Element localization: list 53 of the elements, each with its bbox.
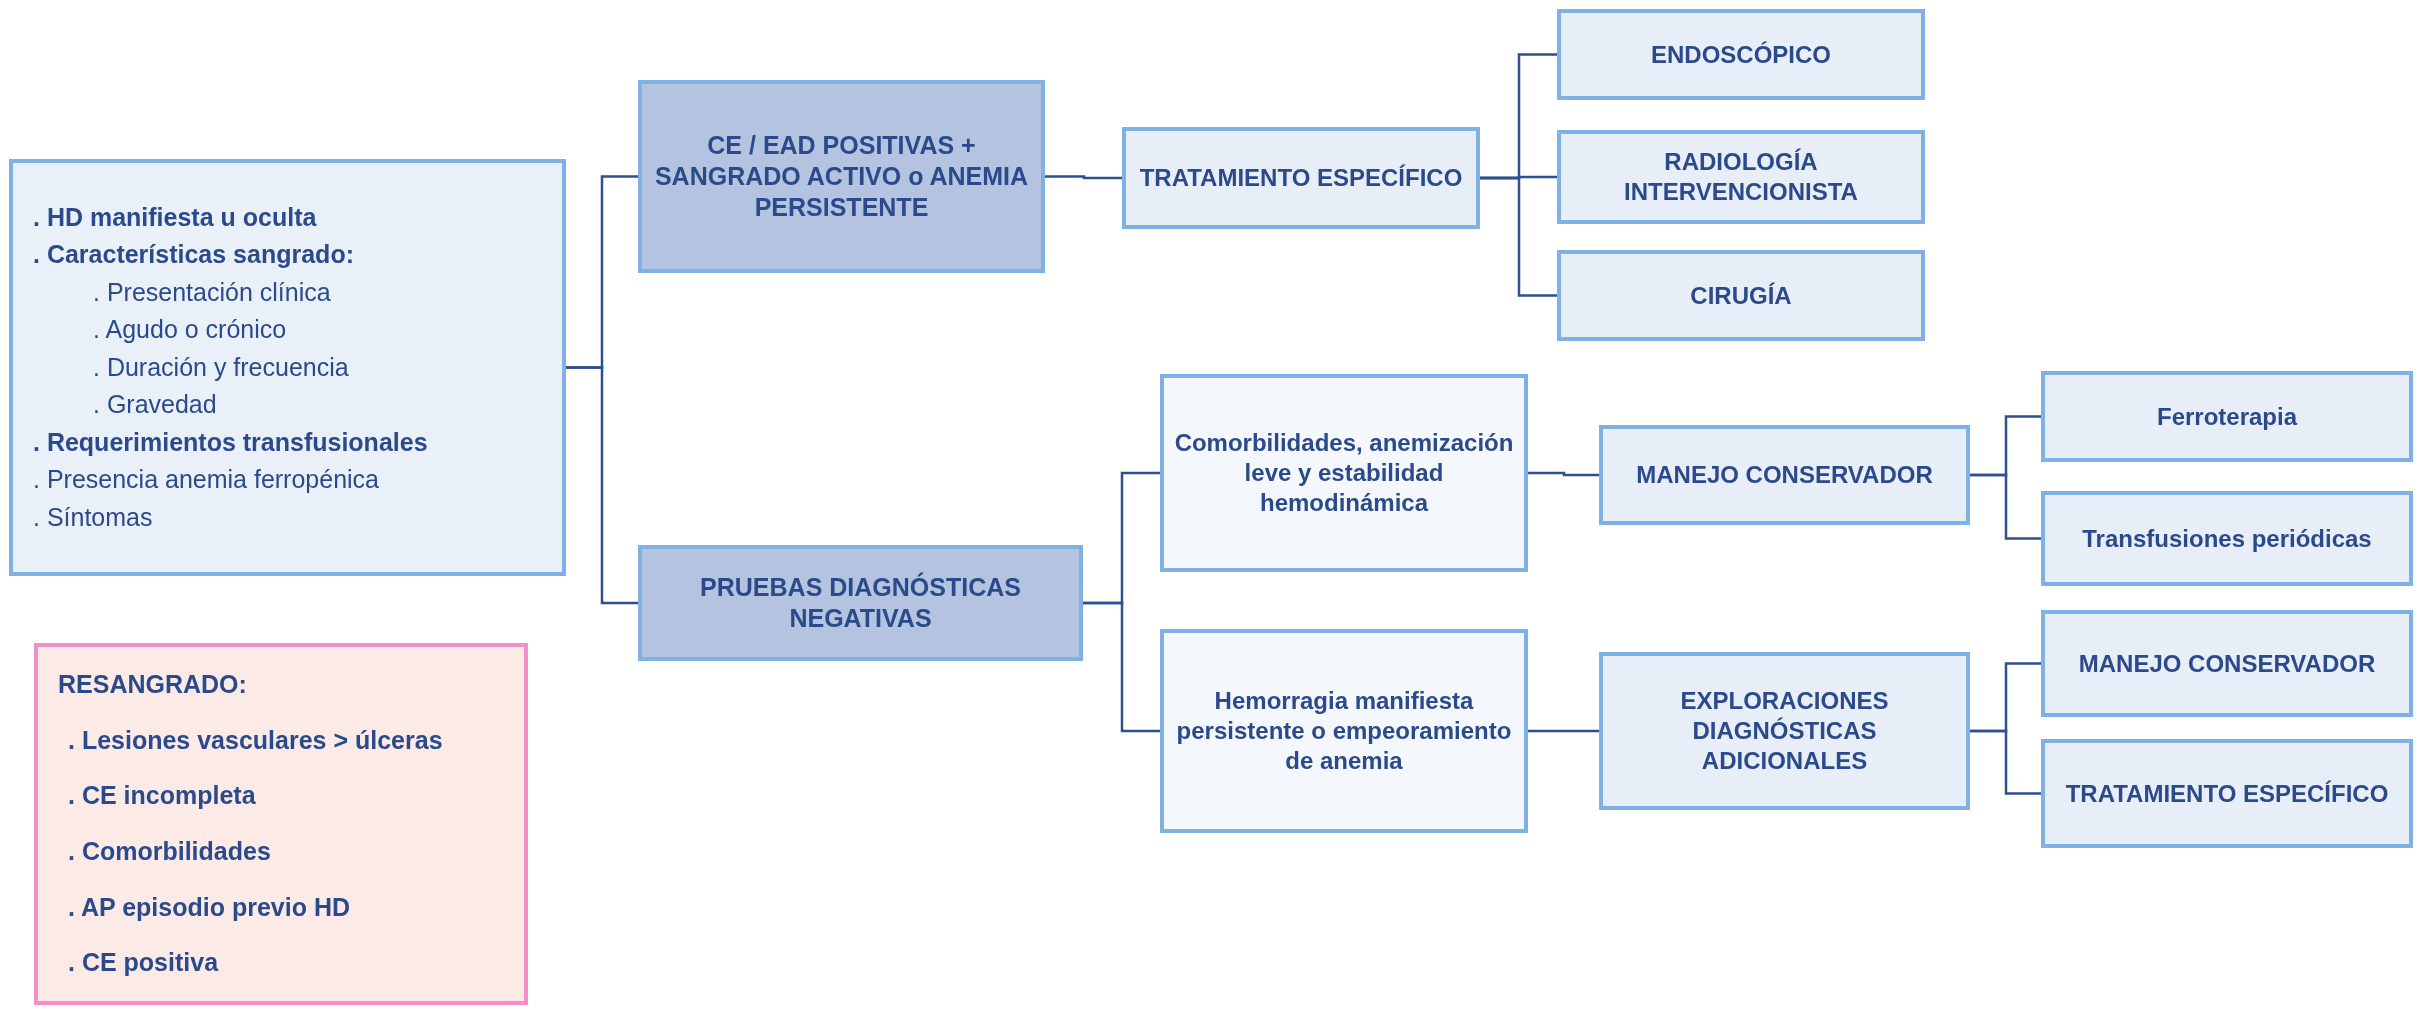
box-label: EXPLORACIONES DIAGNÓSTICAS ADICIONALES	[1679, 686, 1890, 776]
connector-line	[1970, 729, 2041, 795]
list-item: . Presentación clínica	[92, 276, 331, 308]
box-label: TRATAMIENTO ESPECÍFICO	[2065, 778, 2389, 809]
list-item: . Requerimientos transfusionales	[33, 426, 428, 458]
list-item: . AP episodio previo HD	[67, 891, 350, 923]
condition-box	[1160, 629, 1528, 833]
connector-line	[1970, 473, 2041, 540]
box-label: TRATAMIENTO ESPECÍFICO	[1139, 163, 1463, 193]
condition-box	[1160, 374, 1528, 572]
process-box	[1557, 130, 1925, 224]
process-box	[2041, 371, 2413, 462]
process-box	[1122, 127, 1480, 229]
box-label: Hemorragia manifiesta persistente o empeoramiento de anemia	[1175, 686, 1513, 776]
list-item: . Gravedad	[92, 389, 217, 421]
process-box	[1557, 9, 1925, 100]
box-label: RADIOLOGÍA INTERVENCIONISTA	[1623, 147, 1859, 207]
box-label: CE / EAD POSITIVAS + SANGRADO ACTIVO o ANEMIA PERSISTENTE	[653, 129, 1030, 224]
box-label: Comorbilidades, anemización leve y estabilidad hemodinámica	[1174, 428, 1514, 518]
box-label: Ferroterapia	[2156, 401, 2298, 432]
box-label: CIRUGÍA	[1690, 280, 1792, 311]
list-item: . Síntomas	[33, 501, 153, 533]
box-label: Transfusiones periódicas	[2082, 523, 2372, 554]
box-label: MANEJO CONSERVADOR	[1636, 460, 1933, 490]
note-heading: RESANGRADO:	[58, 669, 247, 701]
connector-line	[1528, 471, 1599, 477]
box-label: MANEJO CONSERVADOR	[2078, 648, 2376, 679]
box-label: ENDOSCÓPICO	[1651, 39, 1831, 70]
list-item: . Presencia anemia ferropénica	[33, 464, 380, 496]
list-item: . Duración y frecuencia	[92, 351, 349, 383]
process-box	[2041, 739, 2413, 848]
process-box	[1599, 652, 1970, 810]
decision-box	[638, 80, 1045, 273]
connector-line	[1045, 175, 1122, 180]
decision-box	[638, 545, 1083, 661]
connector-line	[1480, 176, 1557, 297]
list-item: . Agudo o crónico	[92, 314, 287, 346]
note-box	[34, 643, 528, 1005]
list-item: . Comorbilidades	[67, 836, 271, 868]
connector-line	[1528, 729, 1599, 733]
process-box	[2041, 610, 2413, 717]
connector-line	[1083, 601, 1160, 733]
process-box	[1599, 425, 1970, 525]
list-item: . Lesiones vasculares > úlceras	[67, 724, 443, 756]
list-item: . CE positiva	[67, 947, 219, 979]
process-box	[1557, 250, 1925, 341]
list-item: . HD manifiesta u oculta	[33, 201, 317, 233]
process-box	[2041, 491, 2413, 586]
list-item: . Características sangrado:	[33, 239, 354, 271]
box-label: PRUEBAS DIAGNÓSTICAS NEGATIVAS	[699, 571, 1022, 634]
connector-line	[566, 366, 638, 605]
criteria-box	[9, 159, 566, 576]
list-item: . CE incompleta	[67, 780, 256, 812]
